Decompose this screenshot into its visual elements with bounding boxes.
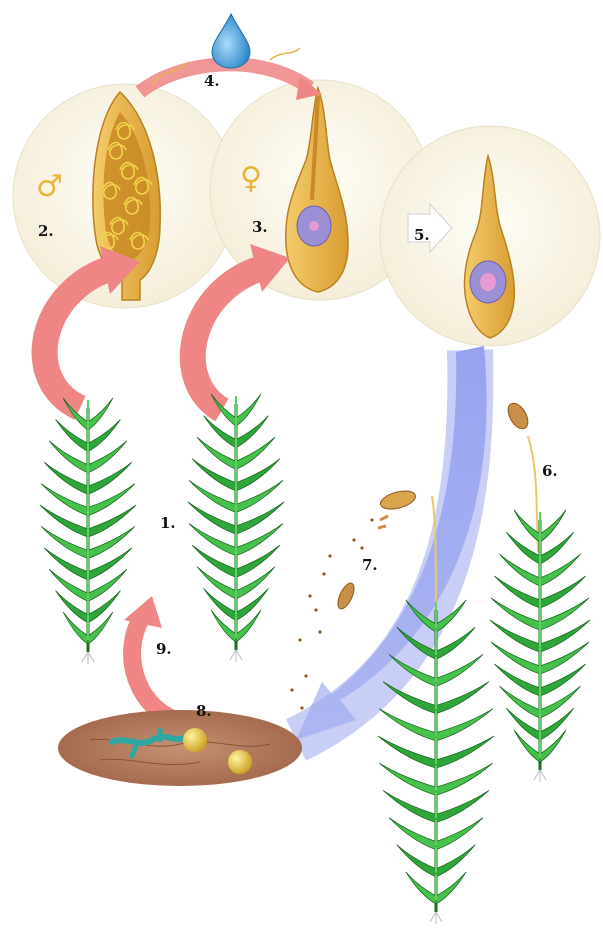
- label-step-1: 1.: [160, 514, 176, 532]
- female-symbol-icon: ♀: [240, 164, 262, 194]
- label-step-6: 6.: [542, 462, 558, 480]
- label-step-2: 2.: [38, 222, 54, 240]
- moss-plant-male: [40, 398, 136, 664]
- label-step-8: 8.: [196, 702, 212, 720]
- red-arrow-protonema: [124, 596, 176, 720]
- label-step-3: 3.: [252, 218, 268, 236]
- soil-patch: [58, 710, 302, 786]
- zygote-nucleus: [480, 273, 496, 291]
- label-step-7: 7.: [362, 556, 378, 574]
- water-drop-icon: [212, 14, 250, 68]
- blue-arrow: [296, 346, 487, 740]
- label-step-9: 9.: [156, 640, 172, 658]
- moss-plant-sporophyte-right: [490, 510, 590, 782]
- egg-nucleus: [309, 221, 319, 231]
- label-step-5: 5.: [414, 226, 430, 244]
- moss-plant-female: [188, 394, 284, 662]
- label-step-4: 4.: [204, 72, 220, 90]
- male-symbol-icon: ♂: [36, 172, 63, 202]
